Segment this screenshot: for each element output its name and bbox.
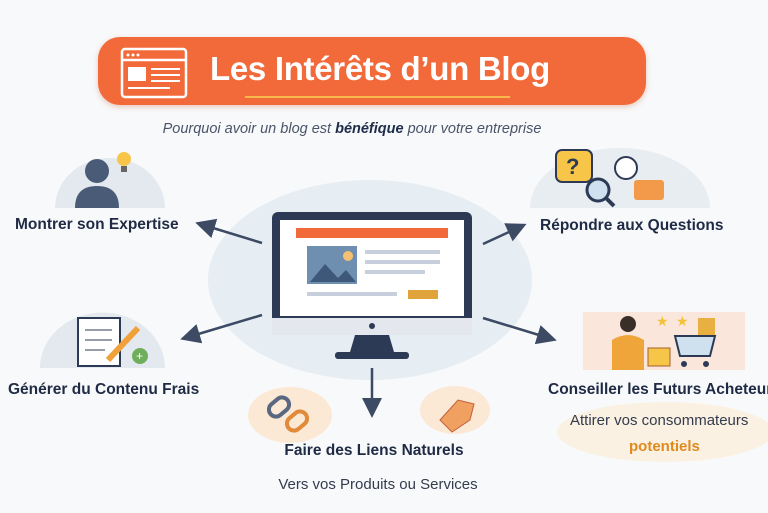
connector-arrows (180, 218, 557, 418)
node-highlight-potentiels: potentiels (629, 438, 700, 455)
node-label-liens: Faire des Liens Naturels (284, 442, 464, 459)
node-sub-liens: Vers vos Produits ou Services (278, 476, 478, 493)
monitor-icon (272, 212, 472, 359)
subtitle-text: Pourquoi avoir un blog est (162, 121, 336, 137)
svg-text:★: ★ (656, 313, 669, 329)
subtitle-text-end: pour votre entreprise (403, 121, 542, 137)
shopper-cart-icon: ★★ (583, 312, 745, 370)
browser-window-icon (120, 47, 188, 99)
subtitle-emphasis: bénéfique (335, 121, 404, 137)
document-pencil-icon: + (40, 312, 165, 368)
page-subtitle: Pourquoi avoir un blog est bénéfique pou… (0, 121, 704, 137)
page-title: Les Intérêts d’un Blog (210, 50, 550, 87)
title-underline (245, 96, 510, 98)
node-label-acheteurs: Conseiller les Futurs Acheteurs (548, 381, 768, 398)
svg-text:★: ★ (676, 313, 689, 329)
svg-text:+: + (136, 349, 143, 363)
node-sub-acheteurs: Attirer vos consommateurs (570, 412, 749, 429)
node-label-contenu: Générer du Contenu Frais (8, 381, 200, 398)
svg-text:?: ? (566, 154, 579, 179)
subtitle-glow (557, 402, 768, 462)
title-banner (98, 37, 646, 105)
node-label-questions: Répondre aux Questions (540, 217, 724, 234)
question-magnifier-icon: ? (530, 148, 710, 208)
person-lightbulb-icon (55, 152, 165, 208)
node-label-expertise: Montrer son Expertise (15, 216, 179, 233)
chain-link-icon (248, 386, 490, 443)
